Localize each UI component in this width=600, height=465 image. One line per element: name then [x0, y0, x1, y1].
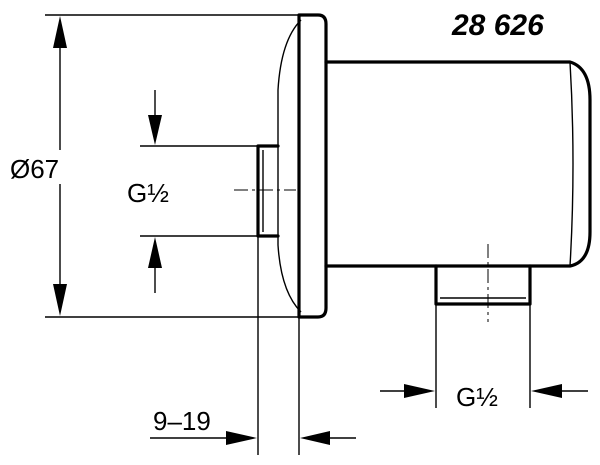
wall-connection-body [256, 13, 592, 319]
diameter-label: Ø67 [10, 154, 59, 184]
depth-label: 9–19 [153, 406, 211, 436]
inlet-thread-label: G½ [127, 178, 169, 208]
inlet-thread-dimension [140, 90, 258, 293]
center-lines [234, 189, 489, 322]
outlet-thread-dimension [380, 304, 588, 408]
diameter-dimension [45, 14, 300, 318]
depth-dimension [150, 236, 356, 455]
outlet-thread-label: G½ [456, 382, 498, 412]
part-number: 28 626 [451, 9, 544, 42]
